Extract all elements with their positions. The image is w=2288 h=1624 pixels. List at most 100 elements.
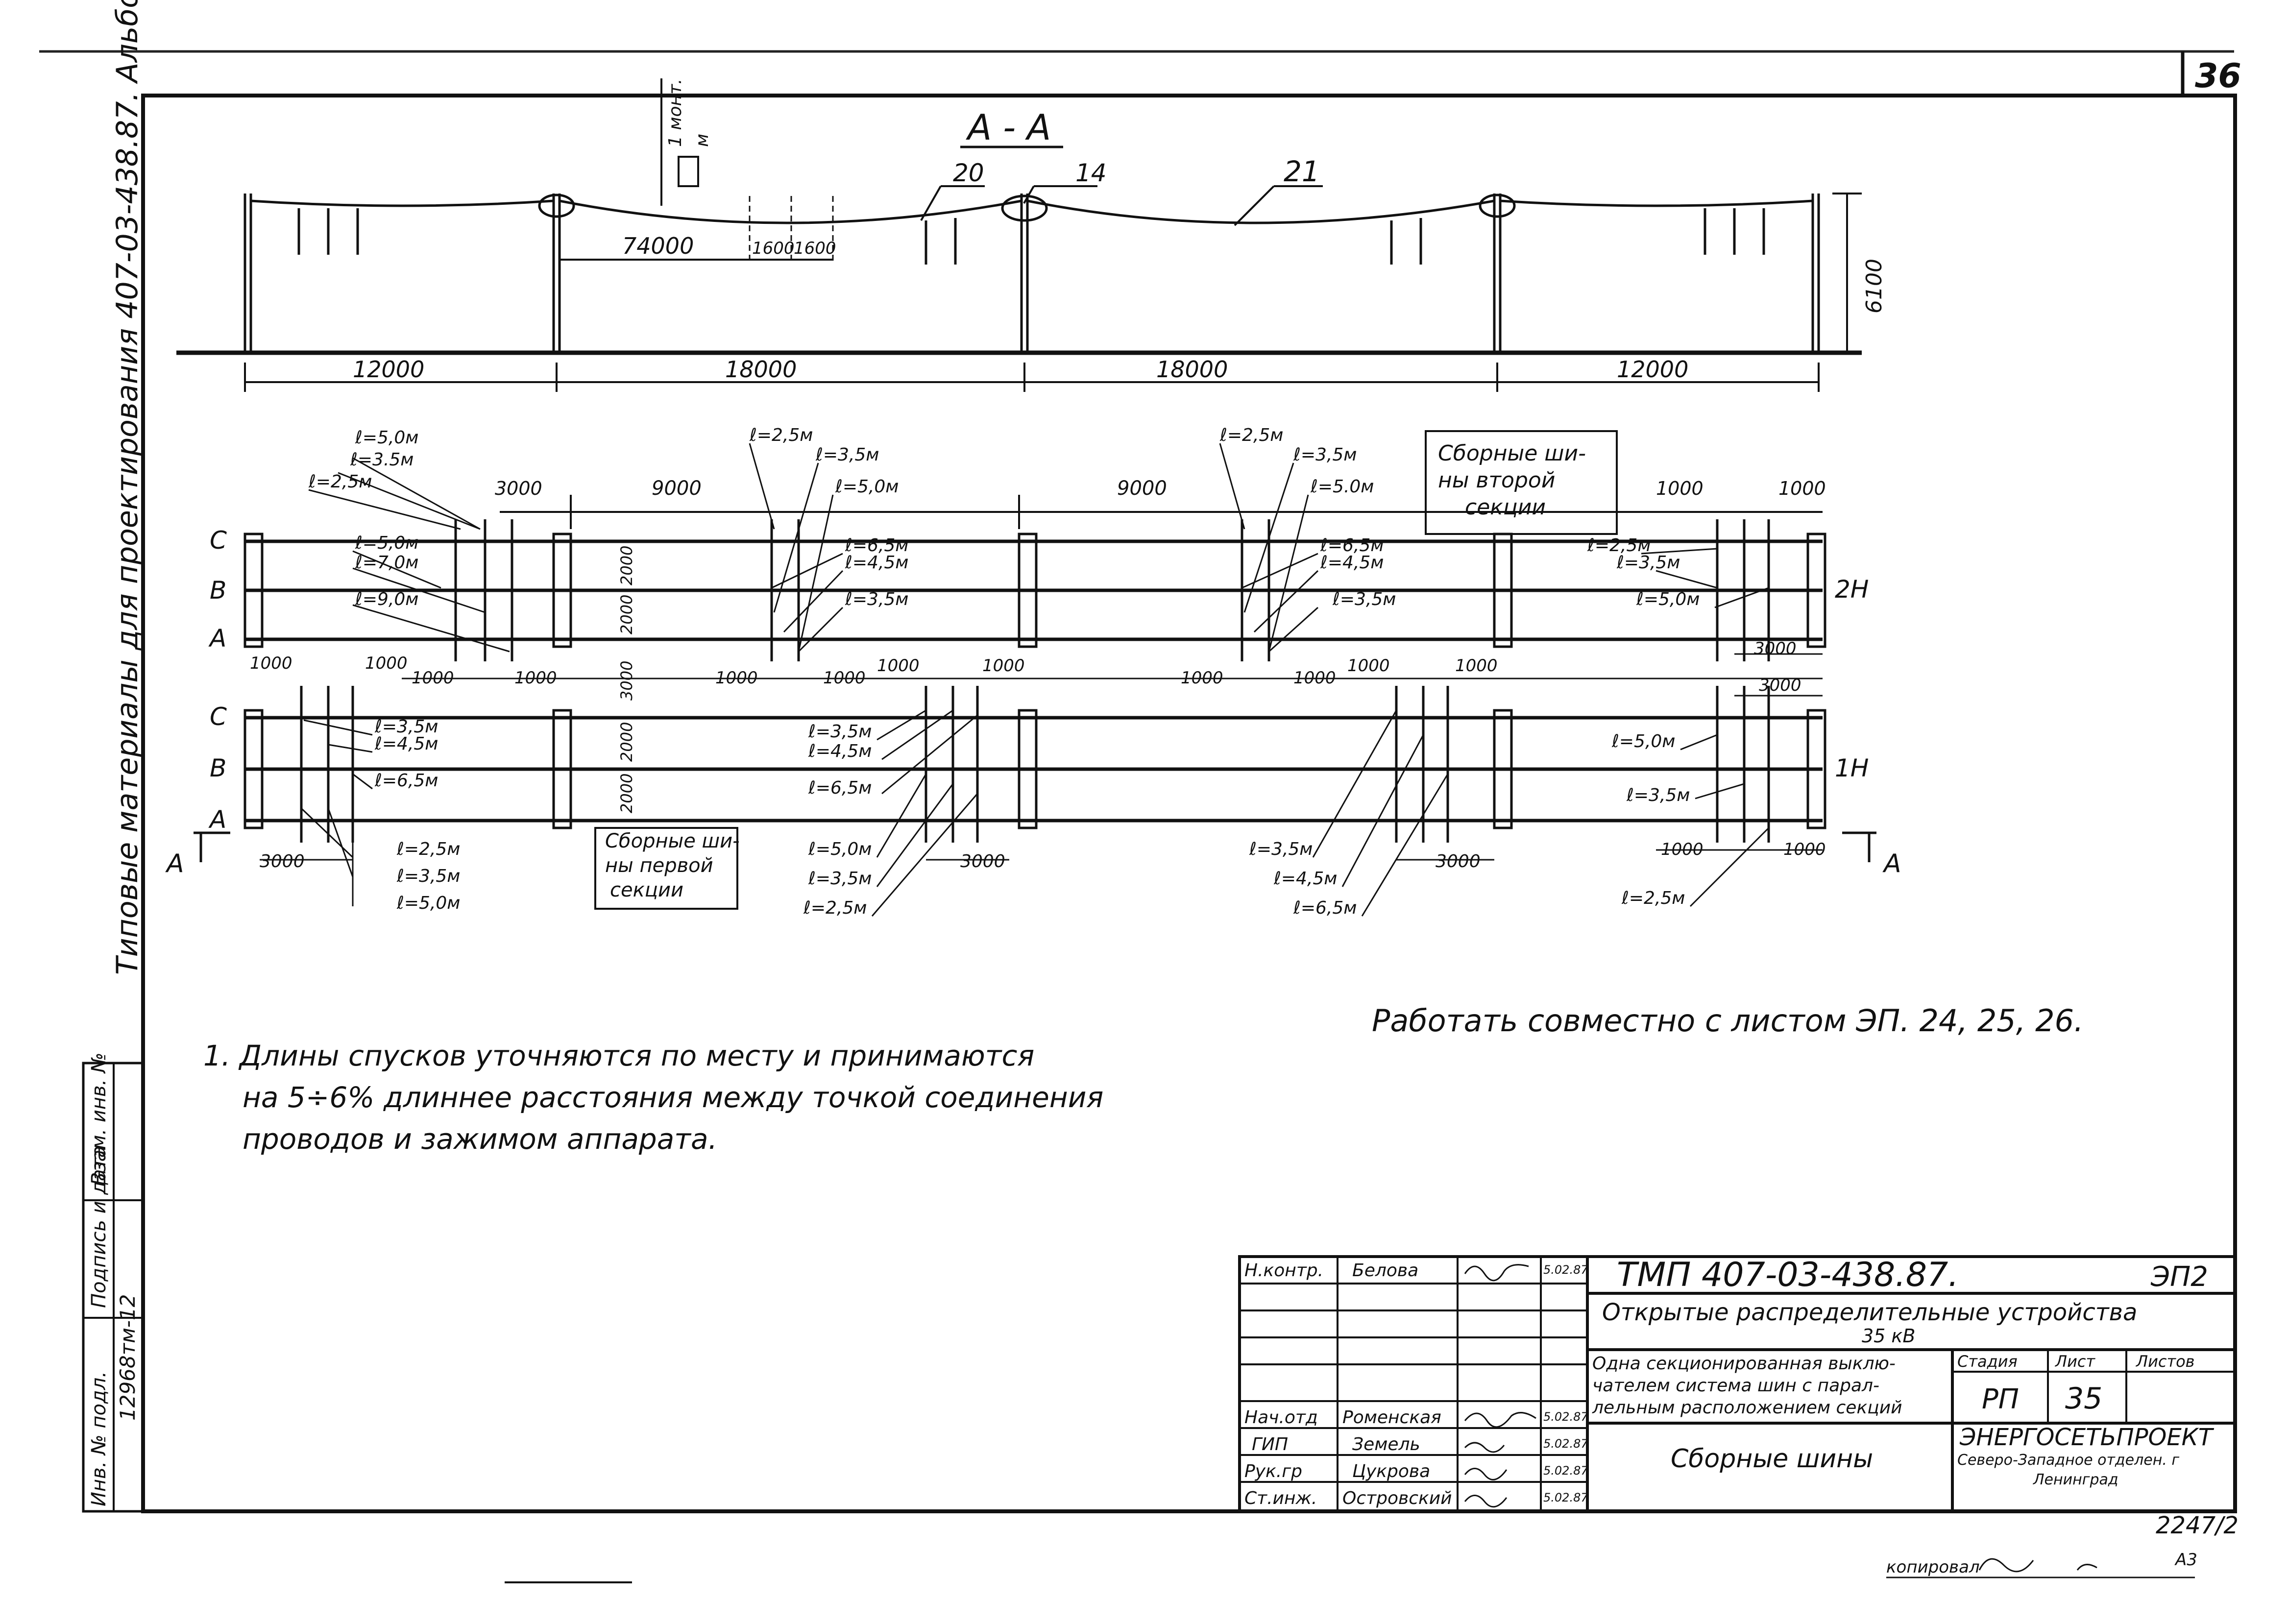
len-b4-b: ℓ=3,5м [1626,785,1690,805]
len-g4-c: ℓ=5,0м [1636,589,1700,609]
cut-mark-left: А [165,849,184,878]
dim-top-1000a: 1000 [1656,478,1704,499]
len-g1-c: ℓ=2,5м [308,472,372,492]
dim-top-9000b: 9000 [1117,477,1167,500]
drawing-name: Сборные шины [1671,1444,1873,1474]
dim-bot-1000b: 1000 [1783,840,1826,859]
len-b3-a: ℓ=3,5м [1249,839,1313,859]
strip-label-sign: Подпись и дата [88,1146,110,1308]
dim-top-3000: 3000 [495,478,542,499]
dim-top-9000a: 9000 [652,477,702,500]
callout-14: 14 [1075,159,1107,187]
project-title: Открытые распределительные устройства [1602,1299,2137,1326]
len-b1-f: ℓ=5,0м [396,893,460,913]
name-zemel: Земель [1352,1434,1420,1454]
org-city: Ленинград [2033,1471,2118,1488]
dim-mid-5: 1000 [715,668,758,688]
stamp-dates: 5.02.87 5.02.87 5.02.87 5.02.87 5.02.87 [1543,1263,1588,1504]
phase-a-top: А [208,624,226,653]
len-g2-c: ℓ=5,0м [835,477,899,497]
len-b2-f: ℓ=2,5м [803,898,867,918]
note-line-2: на 5÷6% длиннее расстояния между точкой … [243,1081,1103,1114]
copier-signature [1978,1558,2097,1573]
doc-code: ТМП 407-03-438.87. [1617,1256,1959,1294]
date-8: 5.02.87 [1543,1464,1588,1478]
dim-mid-12: 1000 [1455,656,1498,676]
len-b3-b: ℓ=4,5м [1273,869,1337,889]
phase-c-bottom: С [210,703,227,731]
sheet-code: ЭП2 [2150,1261,2208,1293]
dim-span-4: 12000 [1617,356,1688,383]
len-g2-d: ℓ=6,5м [845,535,908,556]
len-g3-f: ℓ=3,5м [1332,589,1396,609]
copied-label: копировал [1886,1557,1980,1577]
first-section-label-2: ны первой [605,854,713,877]
name-tsukrova: Цукрова [1352,1461,1430,1481]
len-g2-f: ℓ=3,5м [845,589,908,609]
len-g1-e: ℓ=7,0м [355,553,418,573]
len-g3-e: ℓ=4,5м [1320,553,1384,573]
scheme-desc-1: Одна секционированная выклю- [1592,1354,1896,1374]
sheet-head: Лист [2055,1352,2095,1371]
signature-marks [1464,1264,1536,1508]
role-rukgr: Рук.гр [1244,1461,1302,1481]
role-nkontr: Н.контр. [1244,1260,1323,1281]
role-gip: ГИП [1252,1434,1288,1454]
date-1: 5.02.87 [1543,1263,1588,1277]
len-b4-c: ℓ=2,5м [1621,888,1685,908]
title-block [1238,1255,2237,1513]
paper-format: А3 [2174,1550,2197,1570]
dim-sag: 74000 [622,233,694,259]
second-section-label-1: Сборные ши- [1438,441,1586,466]
len-b2-c: ℓ=6,5м [808,778,872,798]
len-g2-b: ℓ=3,5м [815,445,879,465]
spacing-2: 2000 [617,595,636,634]
phase-b-bottom: В [210,754,226,782]
dim-span-1: 12000 [353,356,424,383]
org-branch: Северо-Западное отделен. г [1957,1452,2179,1469]
dim-mid-9: 1000 [1181,668,1223,688]
dim-mid-8: 1000 [982,656,1025,676]
dim-mid-2: 1000 [365,654,408,673]
spacing-3: 3000 [617,661,636,701]
album-side-label: Типовые материалы для проектирования 407… [110,0,145,975]
len-b1-a: ℓ=3,5м [374,717,438,737]
dim-mid-6: 1000 [823,668,866,688]
strip-inv-number: 12968тм-12 [116,1294,140,1421]
second-section-label-3: секции [1465,495,1546,520]
sheet-value: 35 [2065,1382,2102,1416]
dim-mid-1: 1000 [250,654,292,673]
stamp-roles: Н.контр. Нач.отд ГИП Рук.гр Ст.инж. Бело… [1244,1260,1452,1508]
strip-label-inv: Инв. № подл. [88,1371,110,1506]
dim-bot-1000a: 1000 [1661,840,1704,859]
dim-mid-10: 1000 [1293,668,1336,688]
len-g2-a: ℓ=2,5м [749,425,813,445]
dim-height: 6100 [1862,259,1887,314]
order-number: 2247/2 [2156,1512,2239,1539]
len-b3-c: ℓ=6,5м [1293,898,1357,918]
spacing-1: 2000 [617,546,636,585]
len-b2-b: ℓ=4,5м [808,741,872,761]
role-nachotd: Нач.отд [1244,1407,1318,1428]
len-b1-b: ℓ=4,5м [374,734,438,754]
second-section-label-2: ны второй [1438,468,1555,493]
scheme-desc-3: лельным расположением секций [1592,1398,1902,1418]
len-b2-a: ℓ=3,5м [808,722,872,742]
strip-label-replaced: Взам. инв. № [88,1052,110,1186]
len-b2-e: ℓ=3,5м [808,869,872,889]
name-romenskaya: Роменская [1342,1407,1441,1428]
dim-bot-3000b: 3000 [960,851,1005,872]
len-g4-b: ℓ=3,5м [1616,553,1680,573]
section-elevation [176,78,1862,392]
len-g1-a: ℓ=5,0м [355,428,418,448]
first-section-label-1: Сборные ши- [605,830,740,852]
name-belova: Белова [1352,1260,1418,1281]
project-subtitle: 35 кВ [1862,1325,1915,1347]
bus-1n-label: 1Н [1835,754,1869,782]
len-g3-a: ℓ=2,5м [1219,425,1283,445]
scheme-desc-2: чателем система шин с парал- [1592,1376,1879,1396]
len-b1-c: ℓ=6,5м [374,771,438,791]
spacing-4: 2000 [617,722,636,762]
section-title: А - А [966,107,1051,148]
drawing-frame [141,94,2237,1513]
